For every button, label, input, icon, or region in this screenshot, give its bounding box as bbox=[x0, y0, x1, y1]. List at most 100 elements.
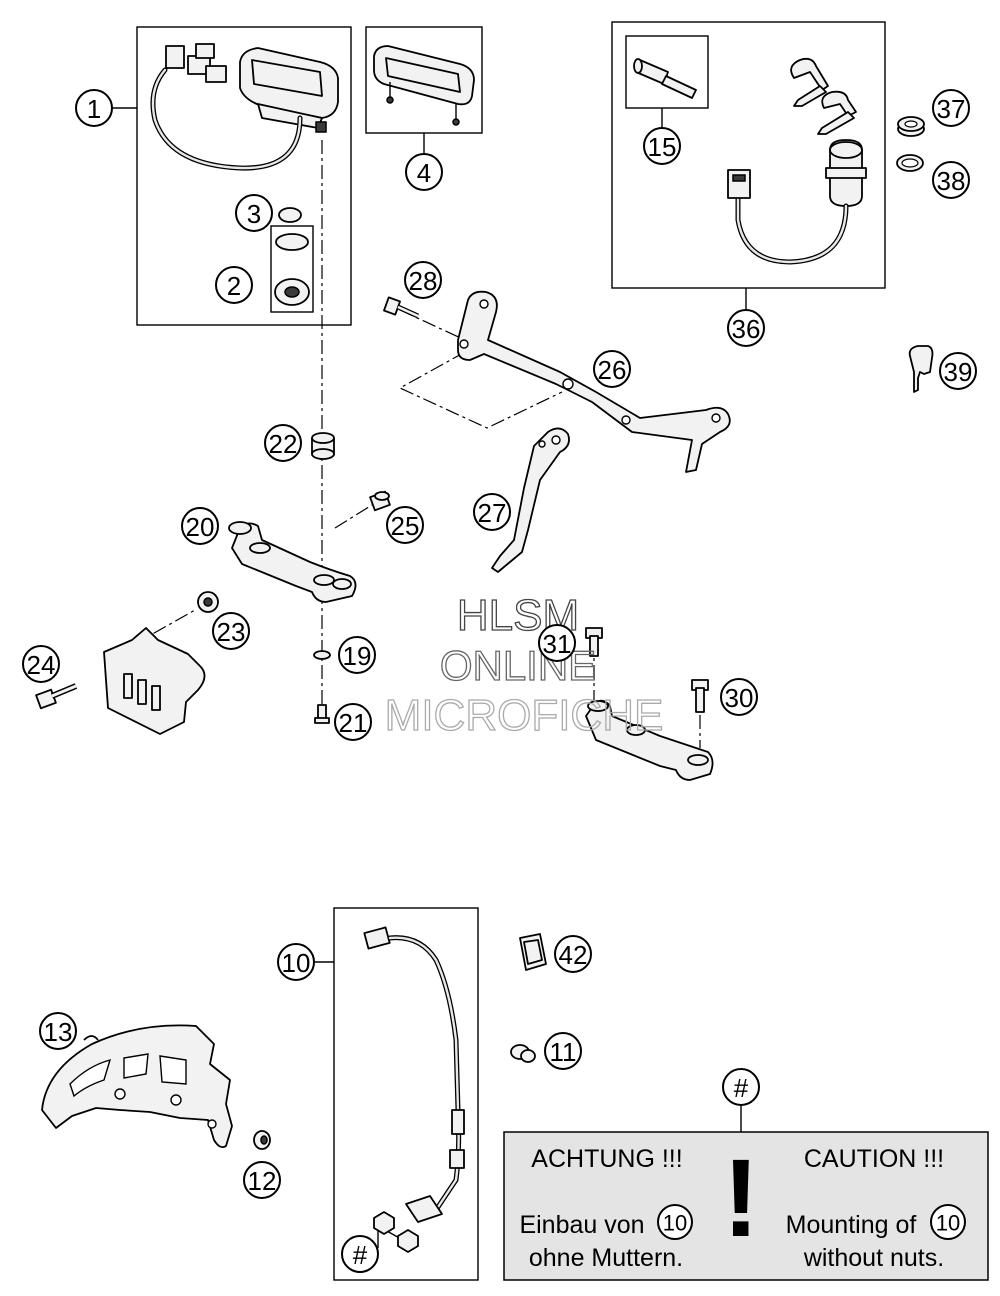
svg-text:38: 38 bbox=[937, 166, 966, 196]
sensor-10-part bbox=[363, 926, 465, 1223]
bolt-24-part bbox=[35, 683, 78, 710]
clip-42-part bbox=[519, 933, 547, 971]
callout-20[interactable]: 20 bbox=[181, 507, 219, 545]
brake-disc-part bbox=[41, 1024, 233, 1149]
callout-25[interactable]: 25 bbox=[386, 506, 424, 544]
callout-11[interactable]: 11 bbox=[544, 1032, 582, 1070]
bolt-31-part bbox=[585, 627, 603, 657]
screw-21-part bbox=[314, 704, 330, 724]
svg-text:11: 11 bbox=[550, 1037, 577, 1067]
callout-19[interactable]: 19 bbox=[338, 636, 376, 674]
speedometer-part bbox=[150, 43, 339, 171]
svg-text:27: 27 bbox=[478, 498, 507, 528]
callout-hash-top[interactable]: # bbox=[722, 1068, 760, 1106]
svg-text:42: 42 bbox=[559, 940, 588, 970]
callout-12[interactable]: 12 bbox=[243, 1161, 281, 1199]
callout-22[interactable]: 22 bbox=[264, 424, 302, 462]
caution-right-title: CAUTION !!! bbox=[804, 1145, 944, 1173]
plate-part bbox=[103, 627, 206, 735]
svg-text:25: 25 bbox=[391, 511, 420, 541]
callout-15[interactable]: 15 bbox=[643, 127, 681, 165]
callout-38[interactable]: 38 bbox=[932, 161, 970, 199]
bolt-30-part bbox=[691, 679, 709, 713]
caution-left-line2: ohne Muttern. bbox=[529, 1244, 683, 1272]
callout-26[interactable]: 26 bbox=[593, 350, 631, 388]
callout-3[interactable]: 3 bbox=[235, 194, 273, 232]
callout-30[interactable]: 30 bbox=[720, 678, 758, 716]
svg-text:24: 24 bbox=[27, 650, 56, 680]
key-part bbox=[908, 345, 934, 393]
svg-text:13: 13 bbox=[44, 1017, 73, 1047]
svg-text:22: 22 bbox=[269, 429, 298, 459]
callout-23[interactable]: 23 bbox=[212, 612, 250, 650]
group-box-ignition bbox=[611, 21, 886, 289]
callout-28[interactable]: 28 bbox=[404, 261, 442, 299]
caution-right-line2: without nuts. bbox=[803, 1244, 944, 1272]
callout-10[interactable]: 10 bbox=[277, 943, 315, 981]
nut-part bbox=[373, 1211, 419, 1253]
callout-37[interactable]: 37 bbox=[932, 89, 970, 127]
group-box-speedometer bbox=[136, 26, 352, 326]
lock-cylinder-part bbox=[633, 58, 697, 99]
watermark: HLSM ONLINE MICROFICHE bbox=[384, 590, 664, 740]
callout-39[interactable]: 39 bbox=[939, 352, 977, 390]
clip-11-part bbox=[510, 1044, 536, 1063]
callout-21[interactable]: 21 bbox=[334, 703, 372, 741]
caution-mark: ! bbox=[723, 1137, 760, 1260]
support-arm-27-part bbox=[491, 427, 570, 573]
svg-text:15: 15 bbox=[648, 132, 677, 162]
svg-text:26: 26 bbox=[598, 355, 627, 385]
caution-notice: ACHTUNG !!! CAUTION !!! ! Einbau von 10 … bbox=[503, 1131, 989, 1281]
callout-24[interactable]: 24 bbox=[22, 645, 60, 683]
caution-left-title: ACHTUNG !!! bbox=[531, 1145, 682, 1173]
svg-text:30: 30 bbox=[725, 683, 754, 713]
assembly-axis-lines bbox=[109, 140, 701, 748]
callout-2[interactable]: 2 bbox=[215, 266, 253, 304]
caution-left-ref: 10 bbox=[657, 1204, 693, 1240]
svg-text:36: 36 bbox=[732, 314, 761, 344]
holder-part bbox=[585, 699, 714, 781]
callout-hash-bottom[interactable]: # bbox=[341, 1235, 379, 1273]
svg-text:3: 3 bbox=[247, 199, 261, 229]
bushing-part bbox=[270, 225, 314, 313]
svg-text:19: 19 bbox=[343, 641, 372, 671]
svg-text:10: 10 bbox=[663, 1211, 687, 1236]
callout-42[interactable]: 42 bbox=[554, 935, 592, 973]
caution-right-ref: 10 bbox=[930, 1204, 966, 1240]
callout-36[interactable]: 36 bbox=[727, 309, 765, 347]
bracket-26-part bbox=[457, 290, 731, 473]
nut-ring-part bbox=[897, 116, 925, 137]
svg-text:2: 2 bbox=[227, 271, 241, 301]
callout-13[interactable]: 13 bbox=[39, 1012, 77, 1050]
svg-text:28: 28 bbox=[409, 266, 438, 296]
svg-text:39: 39 bbox=[944, 357, 973, 387]
group-box-sensor bbox=[333, 907, 479, 1281]
callout-31[interactable]: 31 bbox=[538, 624, 576, 662]
svg-text:37: 37 bbox=[937, 94, 966, 124]
svg-text:10: 10 bbox=[282, 948, 311, 978]
rubber-23-part bbox=[197, 591, 219, 613]
svg-text:10: 10 bbox=[936, 1211, 960, 1236]
svg-text:#: # bbox=[734, 1073, 749, 1103]
caution-left-line1: Einbau von bbox=[519, 1211, 644, 1239]
group-box-lock bbox=[625, 35, 709, 109]
bolt-28-part bbox=[383, 296, 420, 319]
callout-1[interactable]: 1 bbox=[75, 89, 113, 127]
sleeve-12-part bbox=[253, 1130, 271, 1150]
svg-text:1: 1 bbox=[87, 94, 101, 124]
watermark-line-3: MICROFICHE bbox=[385, 691, 664, 740]
svg-text:23: 23 bbox=[217, 617, 246, 647]
callout-4[interactable]: 4 bbox=[405, 153, 443, 191]
cover-part bbox=[373, 45, 475, 126]
cap-part bbox=[278, 207, 302, 223]
svg-text:#: # bbox=[353, 1240, 368, 1270]
callout-27[interactable]: 27 bbox=[473, 493, 511, 531]
spacer-25-part bbox=[369, 490, 391, 512]
holder-20-part bbox=[228, 521, 357, 603]
washer-ring-part bbox=[896, 154, 924, 172]
svg-text:12: 12 bbox=[248, 1166, 277, 1196]
svg-text:21: 21 bbox=[339, 708, 368, 738]
caution-right-line1: Mounting of bbox=[786, 1211, 917, 1239]
svg-text:20: 20 bbox=[186, 512, 215, 542]
